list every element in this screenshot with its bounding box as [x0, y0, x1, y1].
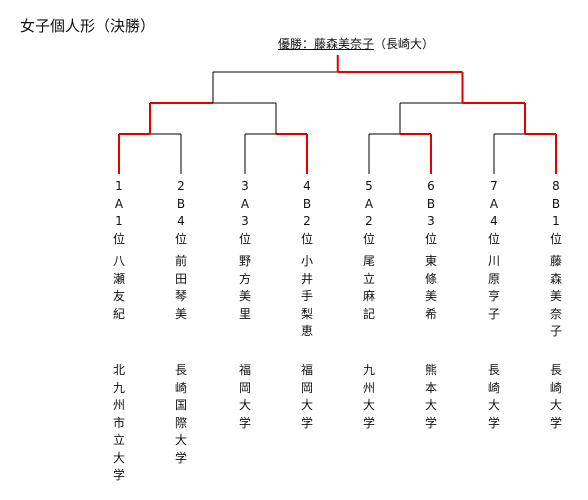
player-name-7: 川原亨子: [487, 254, 500, 321]
champion-affiliation: （長崎大）: [374, 37, 435, 51]
player-university-5: 九州大学: [362, 363, 375, 430]
player-name-3: 野方美里: [238, 254, 251, 321]
player-university-1: 北九州市立大学: [112, 363, 125, 482]
player-name-1: 八瀬友紀: [112, 254, 125, 321]
player-name-4: 小井手梨恵: [300, 254, 313, 338]
player-name-2: 前田琴美: [174, 254, 187, 321]
player-university-6: 熊本大学: [424, 363, 437, 430]
page-title: 女子個人形（決勝）: [20, 17, 156, 35]
player-university-2: 長崎国際大学: [174, 363, 187, 465]
player-university-7: 長崎大学: [487, 363, 500, 430]
player-name-8: 藤森美奈子: [549, 254, 562, 338]
player-name-5: 尾立麻記: [362, 254, 375, 321]
player-university-3: 福岡大学: [238, 363, 251, 430]
player-university-4: 福岡大学: [300, 363, 313, 430]
champion-name: 優勝：藤森美奈子: [278, 37, 375, 51]
player-name-6: 東條美希: [424, 254, 437, 321]
champion-line: 優勝：藤森美奈子（長崎大）: [278, 36, 434, 52]
player-university-8: 長崎大学: [549, 363, 562, 430]
